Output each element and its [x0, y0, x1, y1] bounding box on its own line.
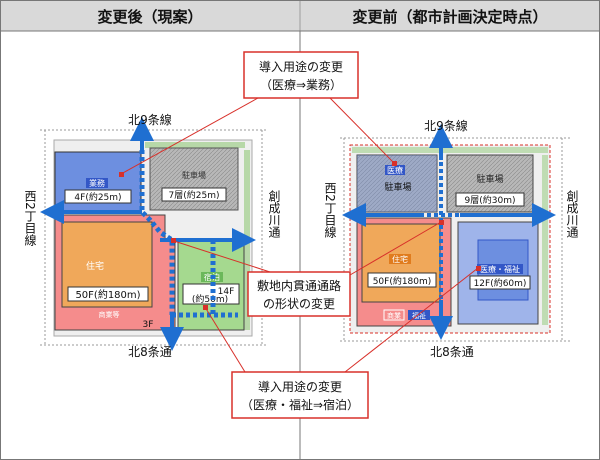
business-tag: 業務	[89, 178, 105, 188]
business-tag-bg	[86, 178, 108, 188]
right-medwelfare-floors: 12F(約60m)	[474, 277, 527, 289]
business-floors: 4F(約25m)	[74, 191, 121, 203]
header-right: 変更前（都市計画決定時点）	[352, 8, 547, 26]
callout-middle-box	[247, 271, 351, 317]
callout-middle-line2: の形状の変更	[263, 296, 335, 311]
left-greenery-north	[145, 142, 245, 148]
header-right-bg	[301, 1, 599, 31]
callout-middle: 敷地内貫通通路 の形状の変更	[171, 220, 444, 317]
right-road-east: 創成川通	[565, 190, 579, 238]
right-medwelfare-floors-box	[469, 275, 531, 290]
header-left: 変更後（現案）	[97, 8, 202, 26]
podium-floors: 3F	[143, 320, 154, 330]
callout-middle-leader-right	[349, 221, 442, 276]
right-medwelfare-tag-bg	[477, 264, 523, 274]
right-parking-label: 駐車場	[384, 181, 411, 193]
right-welfare-tag-bg	[408, 310, 430, 320]
hotel-height: (約50m)	[192, 293, 228, 305]
right-medical-tag: 医療	[387, 165, 403, 175]
callout-top-leader-right	[329, 97, 395, 164]
callout-top-box	[243, 51, 359, 99]
right-road-north: 北9条線	[424, 118, 468, 133]
callout-top-pin-left	[119, 172, 124, 177]
callout-top-line2: （医療⇒業務）	[260, 78, 342, 92]
right-road-south: 北8条通	[430, 345, 474, 359]
right-parking2-floors: 9層(約30m)	[465, 194, 516, 206]
callout-bottom: 導入用途の変更 （医療・福祉⇒宿泊）	[203, 266, 481, 419]
right-retail-tag: 商業	[387, 311, 401, 320]
callout-bottom-leader-right	[344, 267, 479, 373]
right-retail-tag-bg	[383, 309, 405, 321]
callout-bottom-pin-left	[203, 305, 208, 310]
parking-floors: 7層(約25m)	[169, 189, 220, 201]
callout-bottom-pin-right	[476, 266, 481, 271]
callout-top: 導入用途の変更 （医療⇒業務）	[119, 51, 397, 177]
right-medical-tag-bg	[385, 165, 405, 175]
parking-tag: 駐車場	[182, 170, 206, 180]
right-welfare-tag: 福祉	[412, 311, 426, 320]
callout-middle-line1: 敷地内貫通通路	[257, 278, 341, 293]
callout-bottom-leader-left	[204, 306, 246, 373]
right-parking2-floors-box	[455, 192, 525, 207]
callout-bottom-line2: （医療・福祉⇒宿泊）	[241, 397, 359, 412]
left-road-north: 北9条線	[128, 112, 172, 127]
callout-bottom-line1: 導入用途の変更	[258, 379, 342, 394]
right-parking2-label: 駐車場	[476, 173, 503, 185]
business-floors-box	[64, 189, 132, 204]
residential-floors-box	[67, 286, 149, 302]
left-passage-dashed	[139, 150, 238, 318]
retail-tag: 商業等	[99, 310, 120, 319]
residential-tag: 住宅	[86, 260, 104, 272]
right-residential-floors: 50F(約180m)	[373, 275, 432, 287]
callout-top-pin-right	[392, 161, 397, 166]
callout-bottom-box	[231, 371, 369, 419]
right-site-plan: 医療 駐車場 駐車場 9層(約30m) 住宅 50F(約180m) 商業 福祉 …	[323, 118, 579, 359]
right-greenery-north	[352, 147, 548, 153]
right-residential-tag: 住宅	[392, 254, 408, 264]
right-road-west: 西2丁目線	[323, 182, 337, 238]
hotel-floors: 14F	[218, 287, 235, 297]
residential-floors: 50F(約180m)	[75, 288, 140, 301]
header-left-bg	[1, 1, 299, 31]
right-medwelfare-tag: 医療・福祉	[480, 264, 520, 274]
left-road-east: 創成川通	[267, 190, 281, 238]
right-podium-floors: 3F	[442, 316, 453, 326]
right-residential-floors-box	[367, 272, 437, 288]
callout-middle-pin-right	[439, 220, 444, 225]
parking-floors-box	[161, 187, 227, 202]
callout-top-line1: 導入用途の変更	[259, 59, 343, 74]
right-residential-tag-bg	[389, 254, 411, 264]
left-road-south: 北8条通	[128, 345, 172, 359]
right-greenery-east	[542, 155, 548, 325]
left-site-plan: 業務 4F(約25m) 駐車場 7層(約25m) 住宅 50F(約180m) 3…	[23, 112, 281, 359]
left-road-west: 西2丁目線	[23, 190, 37, 246]
retail-tag-bg	[92, 309, 126, 318]
callout-middle-pin-left	[171, 238, 176, 243]
callout-top-leader-left	[120, 97, 259, 175]
callout-middle-leader-left	[173, 240, 271, 273]
